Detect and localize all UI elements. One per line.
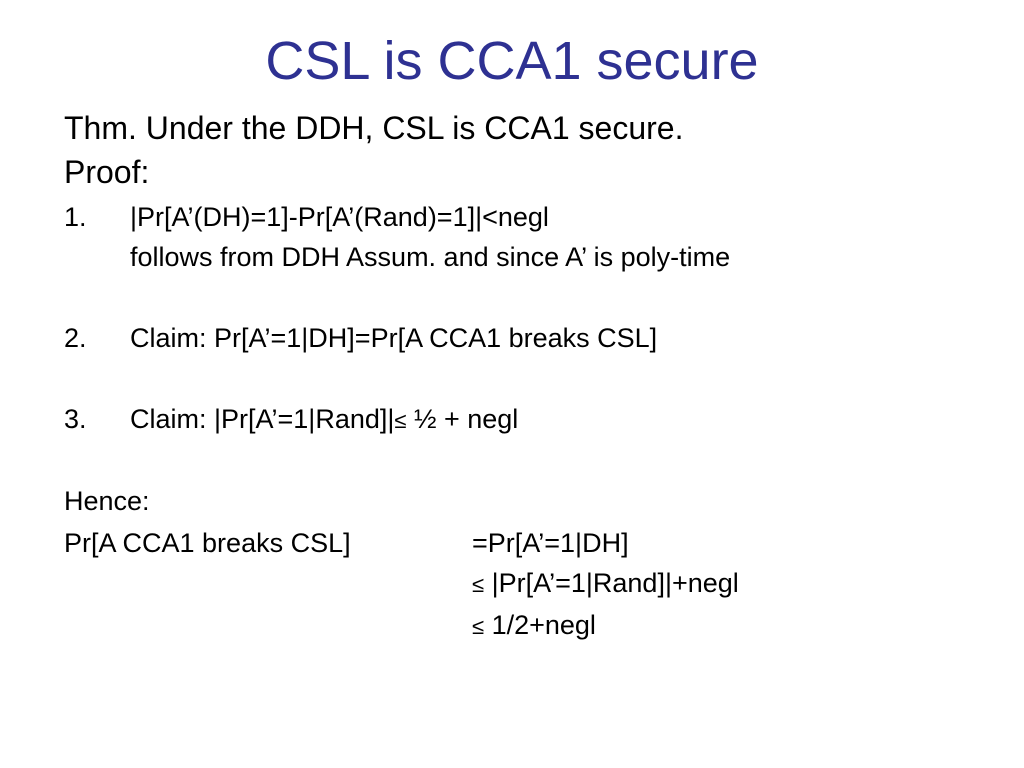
less-equal-symbol: ≤ — [472, 614, 485, 639]
theorem-statement: Thm. Under the DDH, CSL is CCA1 secure. — [64, 110, 684, 146]
derivation-lhs: Pr[A CCA1 breaks CSL] — [64, 528, 351, 558]
step-1-number: 1. — [64, 202, 87, 232]
less-equal-symbol: ≤ — [472, 572, 485, 597]
step-1-text: |Pr[A’(DH)=1]-Pr[A’(Rand)=1]|<negl — [130, 202, 549, 232]
derivation-rhs-1: =Pr[A’=1|DH] — [472, 528, 629, 558]
step-3-text-before: Claim: |Pr[A’=1|Rand]| — [130, 404, 395, 434]
derivation-rhs-3-text: 1/2+negl — [484, 610, 596, 640]
derivation-rhs-2: ≤ |Pr[A’=1|Rand]|+negl — [472, 570, 739, 597]
step-3-number: 3. — [64, 404, 87, 434]
slide-title: CSL is CCA1 secure — [265, 31, 759, 91]
hence-label: Hence: — [64, 486, 150, 516]
derivation-rhs-2-text: |Pr[A’=1|Rand]|+negl — [484, 568, 739, 598]
step-2-text: Claim: Pr[A’=1|DH]=Pr[A CCA1 breaks CSL] — [130, 323, 658, 353]
less-equal-symbol: ≤ — [394, 408, 407, 433]
derivation-rhs-3: ≤ 1/2+negl — [472, 612, 596, 639]
step-3-text-after: ½ + negl — [406, 404, 519, 434]
step-3-text: Claim: |Pr[A’=1|Rand]|≤ ½ + negl — [130, 406, 518, 433]
step-2-number: 2. — [64, 323, 87, 353]
step-1-subtext: follows from DDH Assum. and since A’ is … — [130, 242, 731, 272]
proof-label: Proof: — [64, 154, 150, 190]
